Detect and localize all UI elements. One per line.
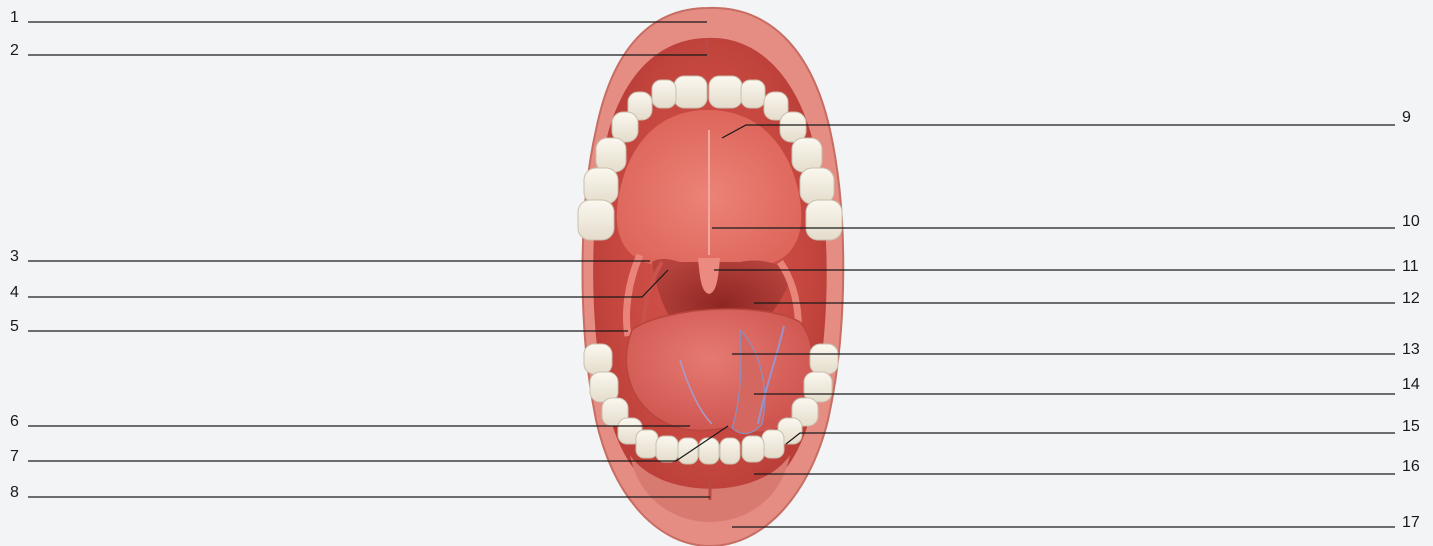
label-15: 15 (1402, 418, 1420, 435)
label-9: 9 (1402, 109, 1411, 126)
label-5: 5 (10, 318, 19, 335)
label-12: 12 (1402, 290, 1420, 307)
labels-left: 1 2 3 4 5 6 7 8 (10, 9, 19, 501)
label-4: 4 (10, 284, 19, 301)
tongue (626, 309, 812, 433)
label-1: 1 (10, 9, 19, 26)
label-2: 2 (10, 42, 19, 59)
leader-line-4 (28, 270, 668, 297)
label-8: 8 (10, 484, 19, 501)
label-3: 3 (10, 248, 19, 265)
leader-line-15 (786, 433, 1395, 444)
labels-right: 9 10 11 12 13 14 15 16 17 (1402, 109, 1420, 531)
label-11: 11 (1402, 258, 1419, 275)
label-16: 16 (1402, 458, 1420, 475)
label-13: 13 (1402, 341, 1420, 358)
label-6: 6 (10, 413, 19, 430)
label-14: 14 (1402, 376, 1420, 393)
label-7: 7 (10, 448, 19, 465)
label-10: 10 (1402, 213, 1420, 230)
label-17: 17 (1402, 514, 1420, 531)
